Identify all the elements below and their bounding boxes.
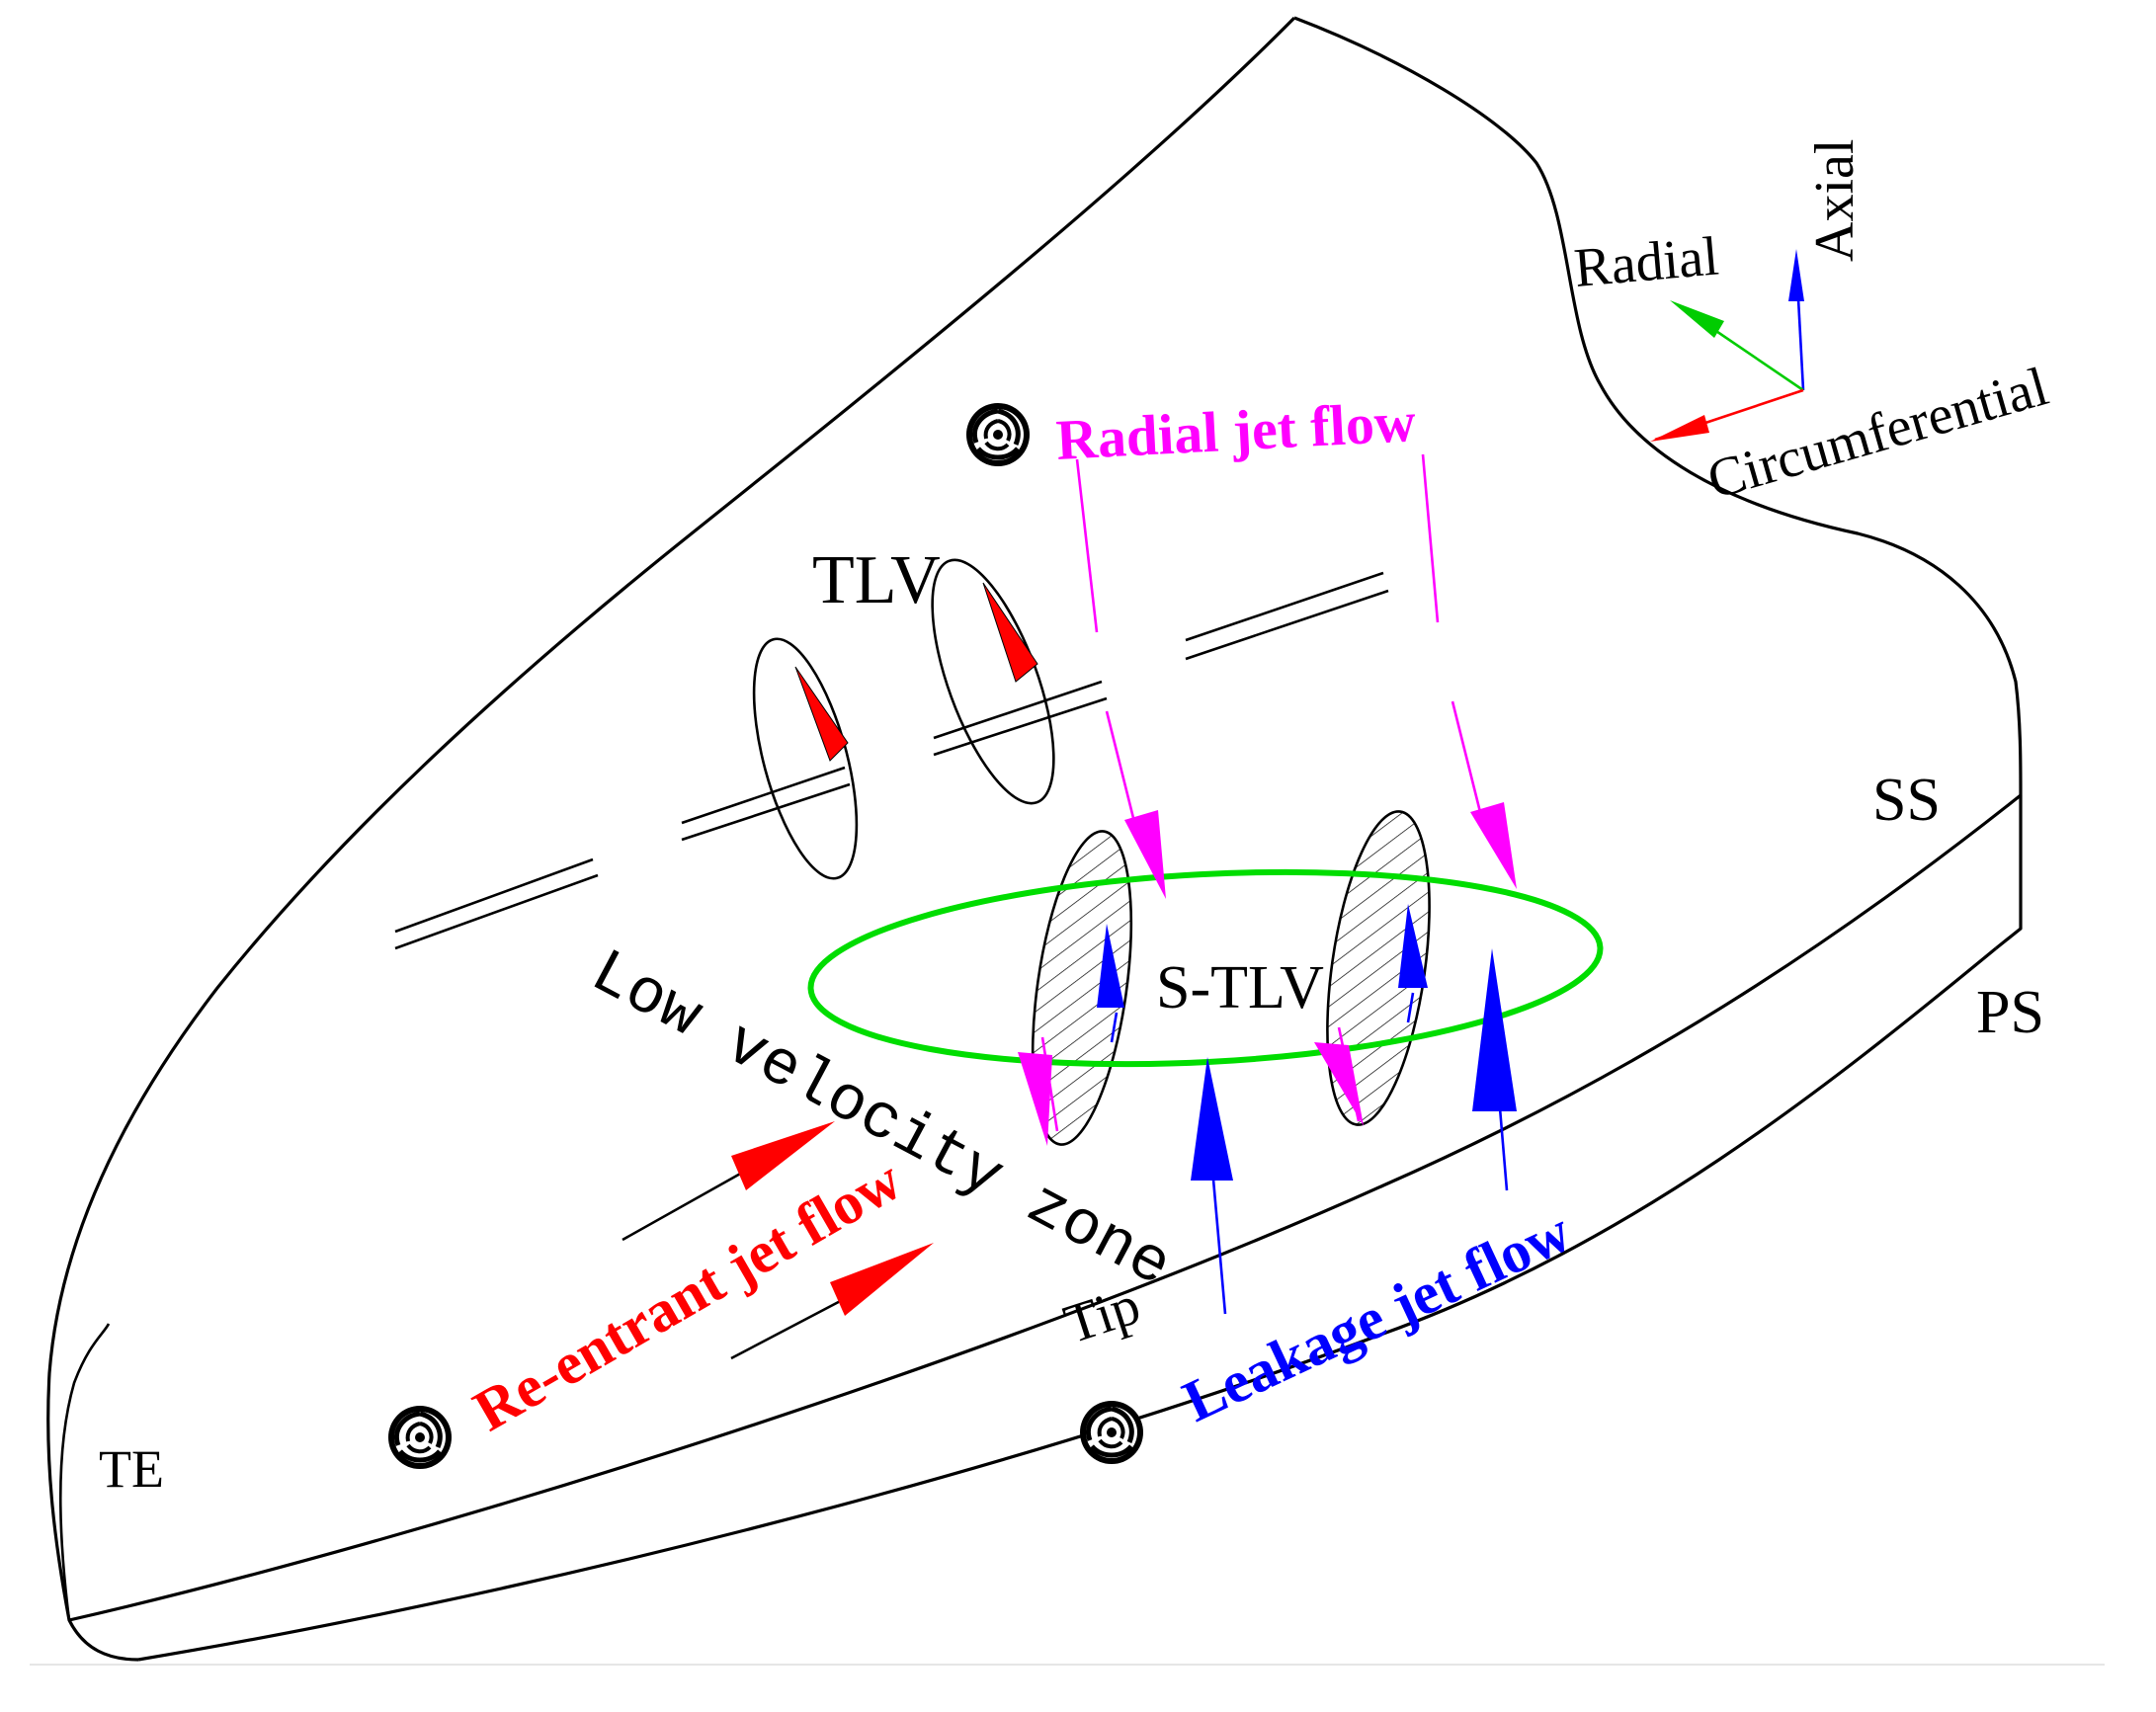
- blade-outline: [46, 16, 2023, 1662]
- radial-jet-flow-label: Radial jet flow: [1054, 389, 1417, 472]
- ss-label: SS: [1872, 767, 1941, 834]
- tlv-trajectory-lines: [394, 571, 1389, 950]
- coordinate-axes: [1650, 249, 1805, 442]
- radial-jet-flow-arrows: [1018, 453, 1517, 1146]
- swirl-icon: [388, 1406, 452, 1469]
- ps-label: PS: [1976, 979, 2044, 1046]
- axial-label: Axial: [1804, 139, 1866, 262]
- swirl-icon: [1080, 1401, 1143, 1464]
- leakage-jet-flow-label: Leakage jet flow: [1174, 1198, 1581, 1434]
- tlv-label: TLV: [812, 542, 941, 618]
- s-tlv-label: S-TLV: [1156, 954, 1324, 1021]
- circumferential-label: Circumferential: [1700, 356, 2054, 511]
- s-tlv-ring: [807, 868, 1604, 1068]
- leakage-jet-flow-arrows: [1097, 904, 1517, 1315]
- swirl-icon: [966, 403, 1030, 466]
- radial-label: Radial: [1572, 225, 1721, 299]
- tlv-vortex-2: [931, 558, 1055, 805]
- tlv-vortex-1: [752, 637, 859, 880]
- re-entrant-jet-flow-arrows: [622, 1121, 934, 1360]
- te-label: TE: [99, 1439, 164, 1499]
- s-tlv-cavity-2: [1326, 810, 1431, 1126]
